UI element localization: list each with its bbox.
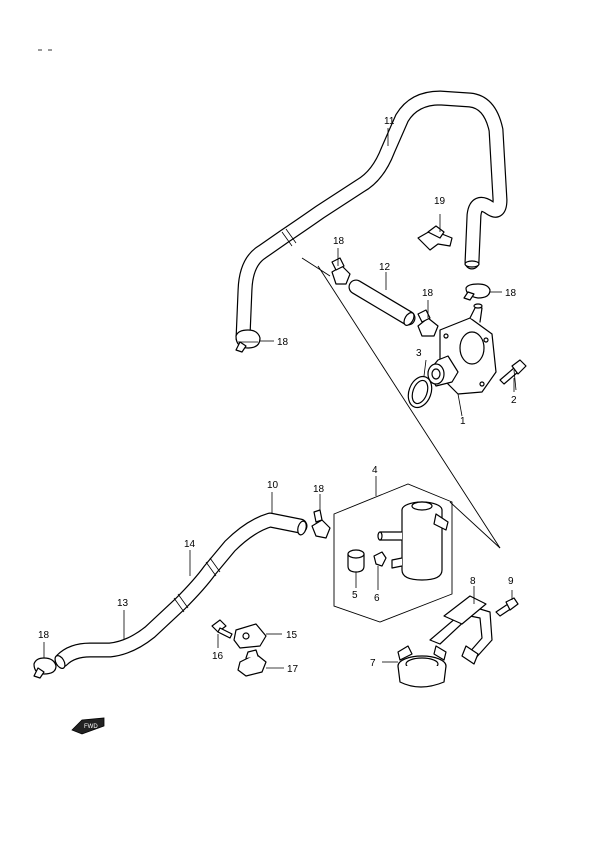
hose-11 [235,90,508,346]
label-part-15: 15 [286,630,298,641]
bracket-15 [233,623,282,649]
label-part-17: 17 [287,664,299,675]
bolt-16 [211,619,233,648]
label-part-11: 11 [384,116,395,127]
part-labels: 11 19 18 12 18 18 18 3 2 1 4 10 18 14 8 … [38,116,517,675]
leader-lines [43,128,515,658]
bolt-9 [495,590,519,617]
label-part-16: 16 [212,651,224,662]
clip-17 [237,649,284,677]
label-part-19: 19 [434,196,446,207]
label-part-18: 18 [277,337,289,348]
hose-13-14-10 [54,512,308,669]
label-part-10: 10 [267,480,279,491]
label-part-6: 6 [374,593,380,604]
label-part-4: 4 [372,465,378,476]
hose-12 [348,279,416,326]
filter-element-5 [347,549,365,588]
label-part-18: 18 [505,288,517,299]
label-part-18: 18 [422,288,434,299]
label-part-2: 2 [511,395,517,406]
fuel-filter-assembly-outline [333,483,453,623]
hose-clamp-18 [235,329,261,353]
exploded-view-outline [301,257,501,549]
hose-clamp-18 [417,309,439,337]
hose-clamp-18 [311,494,331,539]
bolt-2 [499,359,527,391]
label-part-12: 12 [379,262,391,273]
label-part-14: 14 [184,539,196,550]
forward-direction-marker: FWD [71,717,105,735]
gasket-3 [407,359,433,409]
label-part-13: 13 [117,598,129,609]
label-part-9: 9 [508,576,514,587]
label-part-8: 8 [470,576,476,587]
fuel-pump-1 [427,303,497,417]
label-part-5: 5 [352,590,358,601]
label-part-18: 18 [333,236,345,247]
filter-holder-7 [382,645,447,688]
label-part-1: 1 [460,416,466,427]
fwd-label: FWD [84,724,98,730]
fuel-filter-4 [377,501,449,581]
hose-clamp-18 [463,283,491,301]
label-part-18: 18 [38,630,50,641]
hose-clamp-18 [331,257,351,285]
label-part-7: 7 [370,658,376,669]
o-ring-6 [373,551,387,590]
bracket-8 [429,586,493,665]
hose-clamp-18 [33,657,57,679]
label-part-3: 3 [416,348,422,359]
label-part-18: 18 [313,484,325,495]
hose-clip-19 [417,214,453,251]
